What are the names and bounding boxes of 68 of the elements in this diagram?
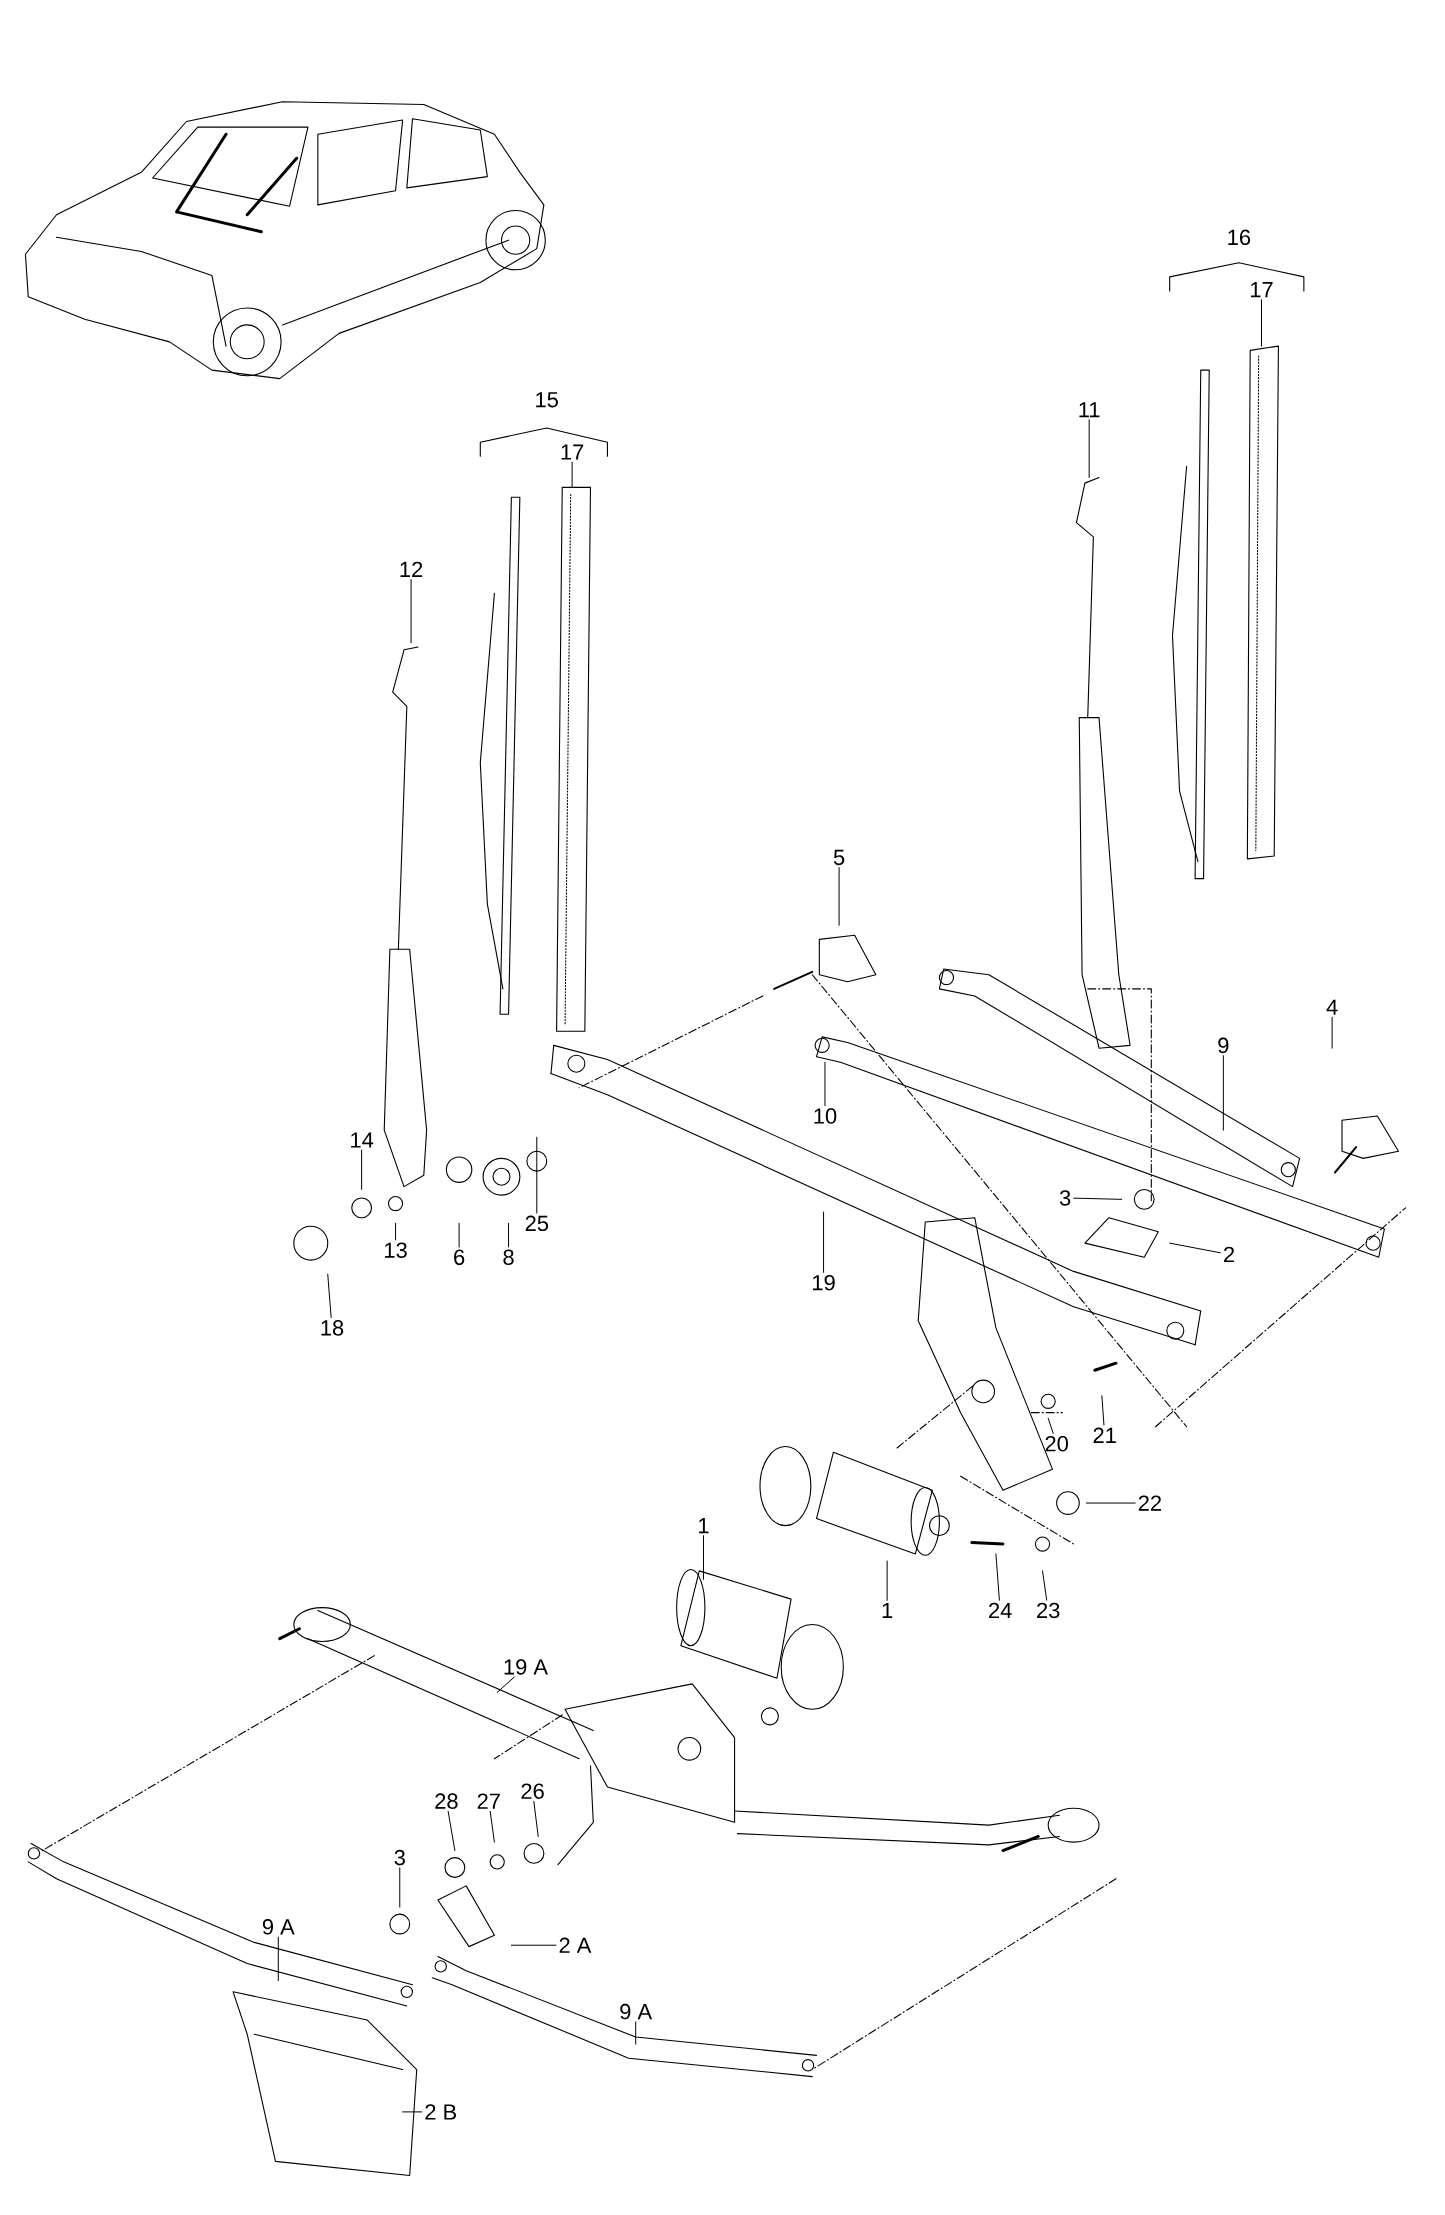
- callout-number: 10: [814, 1108, 837, 1124]
- callout-number: 9 A: [262, 1919, 295, 1935]
- callout-number: 21: [1093, 1427, 1116, 1443]
- callout-number: 28: [435, 1793, 458, 1809]
- callout-number: 26: [521, 1783, 544, 1799]
- callout-number: 1: [699, 1518, 709, 1534]
- callout-number: 13: [384, 1242, 407, 1258]
- leader-line: [496, 1676, 515, 1693]
- leader-line: [995, 1553, 1000, 1601]
- leader-line: [410, 579, 412, 644]
- callout-number: 20: [1045, 1435, 1068, 1452]
- callout-number: 8: [503, 1249, 514, 1265]
- callout-number: 2: [1223, 1246, 1234, 1263]
- leader-line: [395, 1222, 396, 1241]
- callout-number: 17: [561, 444, 584, 460]
- callout-number: 2 B: [425, 2104, 456, 2120]
- callout-number: 23: [1037, 1602, 1060, 1619]
- leader-line: [838, 867, 840, 926]
- leader-line: [571, 461, 573, 488]
- callout-number: 25: [525, 1215, 548, 1232]
- leader-line: [1088, 419, 1090, 478]
- callout-number: 16: [1228, 229, 1251, 246]
- leader-line: [447, 1810, 456, 1852]
- callout-number: 27: [477, 1793, 500, 1809]
- leader-line: [1331, 1016, 1333, 1049]
- leader-line: [1222, 1055, 1224, 1131]
- leader-line: [886, 1560, 888, 1601]
- leader-line: [1073, 1197, 1123, 1200]
- leader-line: [510, 1944, 557, 1946]
- leader-line: [508, 1222, 509, 1248]
- leader-line: [1101, 1395, 1105, 1426]
- leader-line: [824, 1061, 826, 1107]
- leader-line: [399, 1867, 401, 1908]
- callout-number: 14: [351, 1132, 374, 1148]
- leader-line: [458, 1222, 460, 1248]
- leader-line: [1260, 299, 1262, 347]
- leader-line: [327, 1273, 332, 1319]
- leader-line: [277, 1936, 279, 1982]
- callout-number: 18: [321, 1320, 344, 1336]
- leader-line: [402, 2111, 423, 2113]
- callout-number: 19: [813, 1274, 835, 1291]
- callout-number: 2 A: [559, 1937, 592, 1953]
- callout-number: 9: [1218, 1037, 1229, 1054]
- callout-number: 12: [400, 561, 423, 577]
- leader-line: [1169, 1242, 1221, 1254]
- leader-line: [533, 1801, 539, 1837]
- leader-line: [635, 2021, 637, 2045]
- leader-line: [823, 1211, 824, 1273]
- leader-line: [489, 1810, 495, 1843]
- leader-line: [361, 1149, 363, 1190]
- callout-number: 5: [833, 849, 845, 866]
- callout-number: 1: [882, 1602, 893, 1618]
- callout-number: 11: [1079, 402, 1100, 418]
- callout-number: 6: [454, 1249, 465, 1265]
- callout-number: 4: [1326, 999, 1338, 1015]
- leader-line: [1042, 1570, 1048, 1601]
- callout-number: 3: [1059, 1190, 1071, 1206]
- callout-number: 9 A: [620, 2003, 653, 2020]
- callout-number: 19 A: [504, 1659, 548, 1675]
- leader-line: [1085, 1502, 1136, 1504]
- leader-line: [536, 1136, 538, 1214]
- callout-number: 17: [1250, 282, 1273, 298]
- callout-number: 3: [394, 1849, 405, 1866]
- leader-line: [1047, 1417, 1054, 1434]
- leader-line: [702, 1535, 704, 1580]
- callout-number: 22: [1138, 1495, 1161, 1511]
- callout-number: 15: [536, 392, 558, 408]
- callout-number: 24: [989, 1602, 1012, 1619]
